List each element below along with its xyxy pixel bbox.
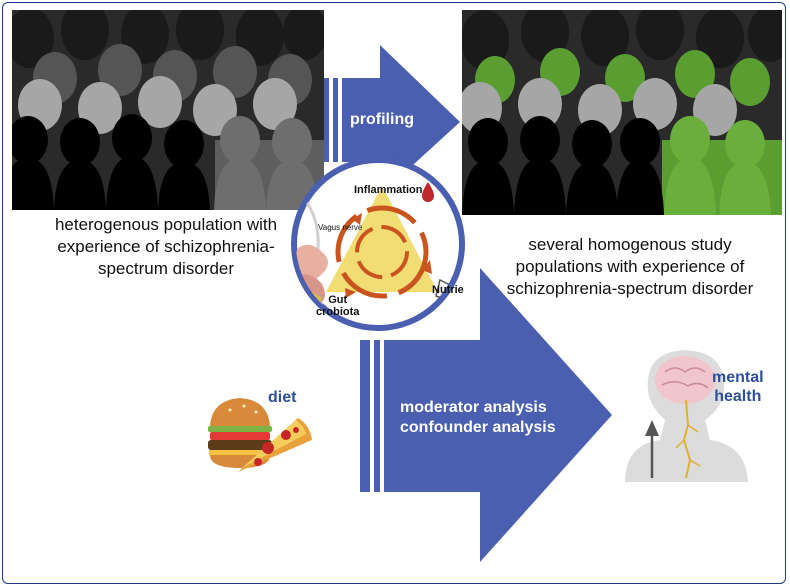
- moderator-analysis-label: moderator analysis: [400, 399, 547, 416]
- left-caption: heterogenous population with experience …: [14, 214, 318, 280]
- vagus-nerve-label: Vagus nerve: [318, 223, 363, 232]
- right-caption-line: populations with experience of: [515, 257, 745, 276]
- blood-drop-icon: [422, 182, 434, 202]
- diet-label: diet: [268, 389, 297, 406]
- arrow-up-icon: [645, 420, 659, 436]
- confounder-analysis-label: confounder analysis: [400, 419, 556, 436]
- gut-microbiota-line: crobiota: [316, 306, 360, 318]
- nutrients-label: Nutrie: [432, 284, 464, 296]
- gut-microbiota-line: Gut: [328, 294, 348, 306]
- right-caption: several homogenous study populations wit…: [480, 234, 780, 300]
- right-caption-line: several homogenous study: [528, 235, 732, 254]
- food-icon: [208, 398, 312, 472]
- left-caption-line: heterogenous population with: [54, 215, 278, 234]
- left-caption-line: experience of schizophrenia-: [57, 237, 275, 256]
- inflammation-label: Inflammation: [354, 184, 423, 196]
- heterogeneous-crowd: [12, 10, 324, 210]
- gut-brain-axis-circle: [291, 157, 465, 331]
- mental-health-line: health: [714, 388, 762, 405]
- head-brain-icon: [625, 350, 748, 482]
- analysis-arrow: [360, 268, 612, 562]
- analysis-labels: moderator analysis confounder analysis: [400, 398, 600, 438]
- right-caption-line: schizophrenia-spectrum disorder: [506, 279, 754, 298]
- profiling-arrow: [320, 45, 460, 195]
- mental-health-line: mental: [712, 369, 764, 386]
- profiling-label: profiling: [350, 111, 414, 128]
- gut-microbiota-label: Gut crobiota: [316, 294, 359, 318]
- left-caption-line: spectrum disorder: [97, 259, 235, 278]
- mental-health-label: mental health: [712, 368, 764, 406]
- homogeneous-crowd: [462, 10, 782, 215]
